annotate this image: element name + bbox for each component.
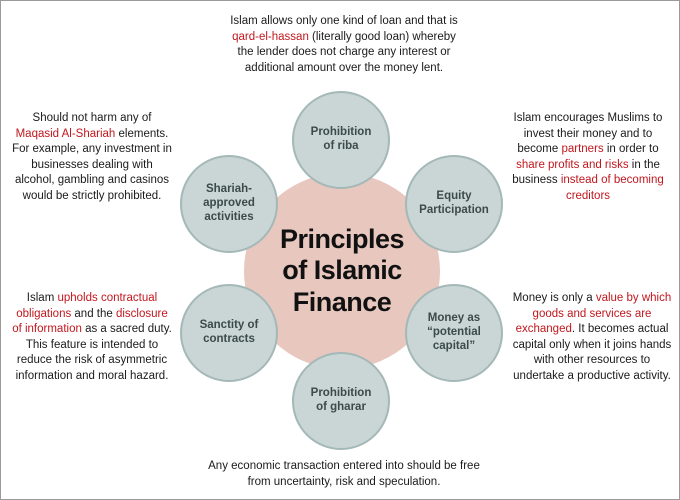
description-bottom: Any economic transaction entered into sh… (201, 459, 487, 490)
description-text: Islam encourages Muslims to invest their… (513, 112, 663, 156)
node-sanctity-of-contracts: Sanctity of contracts (180, 284, 278, 382)
node-label: Money as “potential capital” (427, 312, 481, 352)
description-top: Islam allows only one kind of loan and t… (223, 14, 465, 76)
description-text: and the (71, 307, 116, 320)
highlighted-text: disclosure of information (12, 307, 168, 336)
description-top-right: Islam encourages Muslims to invest their… (509, 111, 667, 204)
description-bottom-right: Money is only a value by which goods and… (509, 291, 675, 384)
description-text: Islam allows only one kind of loan and t… (230, 15, 458, 27)
description-text: in the business (512, 158, 660, 187)
description-text: in order to (603, 143, 659, 156)
description-text: (literally good loan) whereby the lender… (237, 30, 456, 74)
highlighted-text: instead of becoming creditors (560, 174, 664, 202)
node-prohibition-of-gharar: Prohibition of gharar (292, 352, 390, 450)
node-label: Prohibition of gharar (310, 387, 372, 413)
description-bottom-left: Islam upholds contractual obligations an… (11, 291, 173, 384)
description-text: elements. For example, any investment in… (12, 127, 172, 202)
node-label: Equity Participation (419, 190, 489, 216)
highlighted-text: partners (561, 143, 604, 156)
highlighted-text: upholds contractual obligations (16, 292, 158, 320)
node-equity-participation: Equity Participation (405, 155, 503, 253)
description-top-left: Should not harm any of Maqasid Al-Sharia… (11, 111, 173, 204)
description-text: Islam (26, 292, 58, 304)
node-label: Prohibition of riba (310, 126, 372, 152)
description-text: Should not harm any of (32, 112, 152, 124)
node-label: Sanctity of contracts (199, 319, 259, 345)
node-prohibition-of-riba: Prohibition of riba (292, 91, 390, 189)
highlighted-text: qard-el-hassan (232, 30, 309, 43)
center-title: Principles of Islamic Finance (279, 224, 405, 317)
highlighted-text: value by which goods and services are ex… (515, 292, 672, 336)
description-text: Money is only a (512, 292, 596, 304)
description-text: . It becomes actual capital only when it… (512, 323, 672, 382)
node-shariah-approved-activities: Shariah- approved activities (180, 155, 278, 253)
highlighted-text: share profits and risks (516, 158, 629, 171)
description-text: as a sacred duty. This feature is intend… (15, 323, 172, 382)
description-text: Any economic transaction entered into sh… (208, 460, 480, 488)
node-money-as-potential-capital: Money as “potential capital” (405, 284, 503, 382)
highlighted-text: Maqasid Al-Shariah (15, 127, 116, 140)
node-label: Shariah- approved activities (203, 183, 255, 223)
